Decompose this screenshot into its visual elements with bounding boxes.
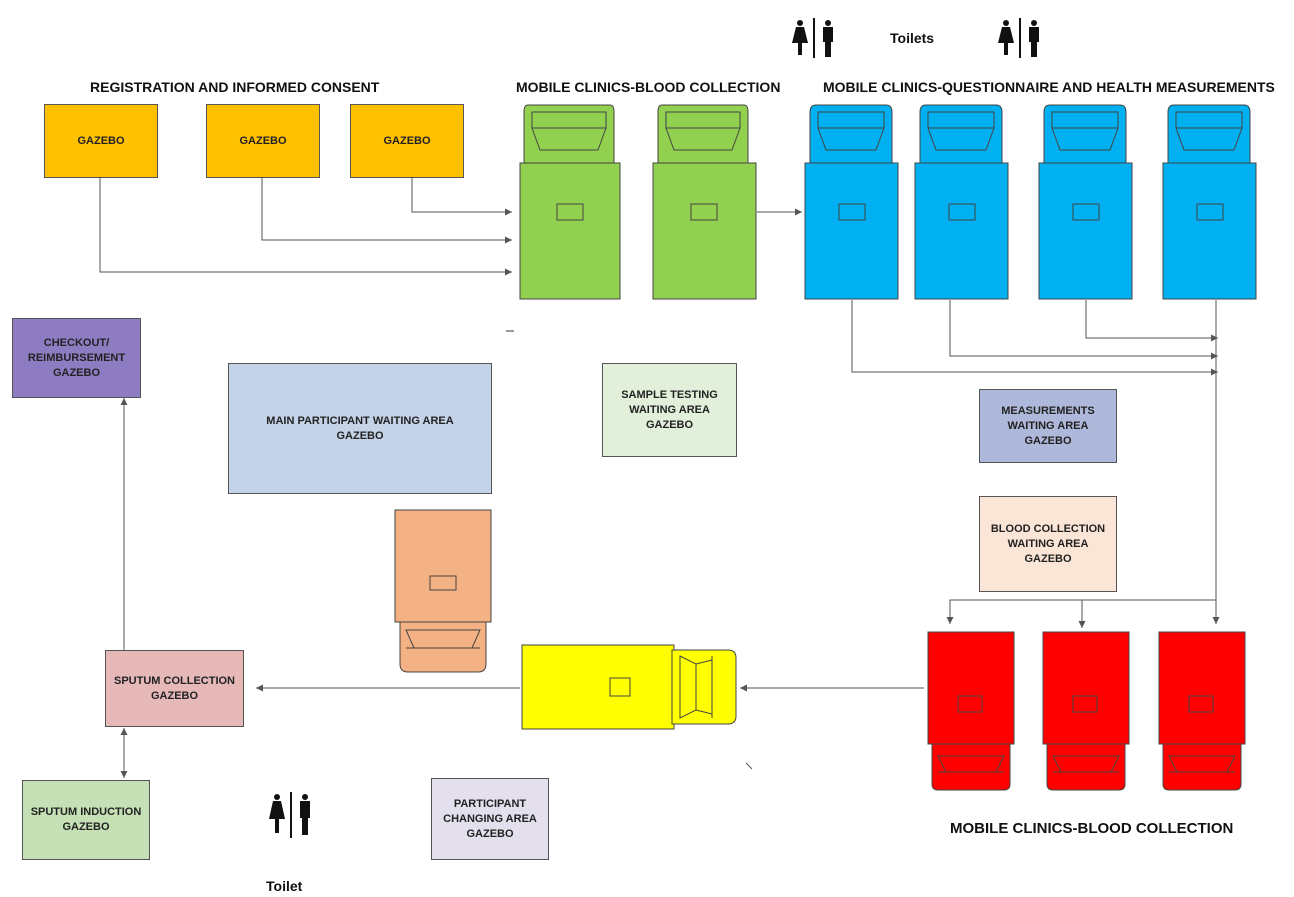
registration-gazebo-2: GAZEBO [206, 104, 320, 178]
arrow-gazebo1-to-blood [99, 178, 512, 276]
sputum-collection-gazebo: SPUTUM COLLECTION GAZEBO [105, 650, 244, 727]
blood-van-bottom-1 [927, 631, 1015, 791]
arrow-split [946, 599, 1216, 624]
xray-label: X RAY [556, 681, 589, 693]
heading-blood-collection-top: MOBILE CLINICS-BLOOD COLLECTION [516, 79, 781, 95]
sample-testing-waiting-gazebo: SAMPLE TESTING WAITING AREA GAZEBO [602, 363, 737, 457]
questionnaire-van-2 [914, 104, 1009, 300]
questionnaire-van-1 [804, 104, 899, 300]
arrow-gazebo3-to-blood [411, 178, 512, 216]
arrow-q1-down [851, 300, 1218, 376]
heading-questionnaire: MOBILE CLINICS-QUESTIONNAIRE AND HEALTH … [823, 79, 1275, 95]
measurements-waiting-gazebo: MEASUREMENTS WAITING AREA GAZEBO [979, 389, 1117, 463]
questionnaire-van-3 [1038, 104, 1133, 300]
sample-storage-label: SAMPLE STORAGE [408, 528, 478, 558]
restroom-icon-bottom [269, 792, 310, 838]
toilets-label: Toilets [890, 30, 935, 46]
toilet-sign-left [785, 9, 845, 69]
participant-changing-gazebo: PARTICIPANT CHANGING AREA GAZEBO [431, 778, 549, 860]
checkout-gazebo: CHECKOUT/ REIMBURSEMENT GAZEBO [12, 318, 141, 398]
blood-collection-waiting-gazebo: BLOOD COLLECTION WAITING AREA GAZEBO [979, 496, 1117, 592]
arrow-q4-down [1085, 300, 1218, 342]
xray-truck [521, 644, 737, 730]
registration-gazebo-3: GAZEBO [350, 104, 464, 178]
heading-blood-collection-bottom: MOBILE CLINICS-BLOOD COLLECTION [950, 820, 1234, 837]
blood-van-top-1 [519, 104, 621, 300]
main-waiting-area-gazebo: MAIN PARTICIPANT WAITING AREA GAZEBO [228, 363, 492, 494]
sputum-induction-gazebo: SPUTUM INDUCTION GAZEBO [22, 780, 150, 860]
questionnaire-van-4 [1162, 104, 1257, 300]
restroom-icon-left [792, 18, 833, 58]
arrow-q2-down [949, 300, 1218, 360]
blood-van-bottom-2 [1042, 631, 1130, 791]
toilet-label: Toilet [266, 878, 303, 894]
blood-van-bottom-3 [1158, 631, 1246, 791]
toilet-sign-right [990, 9, 1050, 69]
arrow-gazebo2-to-blood [261, 178, 512, 244]
toilet-sign-bottom [258, 782, 323, 860]
registration-gazebo-1: GAZEBO [44, 104, 158, 178]
blood-van-top-2 [652, 104, 757, 300]
restroom-icon-right [998, 18, 1039, 58]
heading-registration: REGISTRATION AND INFORMED CONSENT [90, 79, 380, 95]
